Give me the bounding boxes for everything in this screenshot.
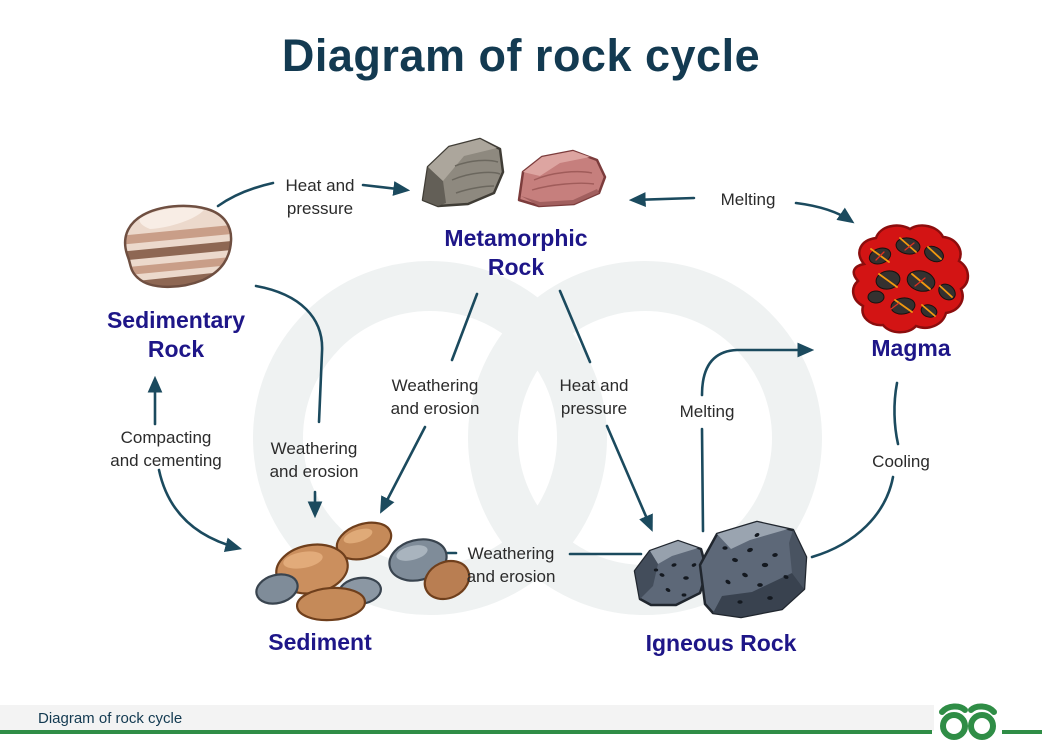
arrow-melting-to-metamorphic: [628, 192, 696, 208]
diagram-canvas: [123, 137, 970, 622]
label-line: Melting: [720, 190, 776, 209]
arrow-sedimentary-to-heatpressure: [216, 181, 275, 208]
edge-label-weathering-center: Weathering and erosion: [391, 374, 480, 420]
footer-green-line-left: [0, 730, 932, 734]
edge-label-melting-top: Melting: [721, 188, 776, 211]
label-line: and cementing: [110, 451, 222, 470]
footer-caption: Diagram of rock cycle: [38, 709, 183, 727]
arrow-melting-to-magma-label: [700, 342, 815, 397]
sedimentary-rock-icon: [123, 204, 233, 289]
magma-icon: [851, 224, 970, 334]
arrow-magma-to-cooling: [893, 381, 900, 446]
label-line: Weathering: [391, 376, 479, 395]
label-line: Igneous Rock: [645, 630, 797, 656]
label-line: Sedimentary: [106, 307, 246, 333]
node-label-sedimentary-rock: Sedimentary Rock: [107, 306, 245, 364]
page-title: Diagram of rock cycle: [281, 30, 761, 81]
label-line: Heat and: [559, 376, 629, 395]
igneous-rock-icon: [633, 520, 808, 619]
label-line: Magma: [871, 335, 951, 361]
arrow-heatpressure-to-metamorphic: [361, 181, 411, 196]
node-label-sediment: Sediment: [268, 628, 372, 657]
edge-label-weathering-left: Weathering and erosion: [270, 437, 359, 483]
node-label-magma: Magma: [871, 334, 950, 363]
arrow-compacting-to-sediment: [157, 468, 243, 552]
arrow-melting-to-magma: [794, 201, 855, 224]
edge-label-heat-pressure-mid: Heat and pressure: [560, 374, 629, 420]
label-line: Weathering: [467, 544, 555, 563]
arrow-igneous-to-melting: [700, 427, 705, 533]
arrow-heatpressure-mid-to-igneous: [605, 424, 653, 532]
edge-label-heat-pressure-top: Heat and pressure: [286, 174, 355, 220]
label-line: and erosion: [466, 567, 556, 586]
label-line: Weathering: [270, 439, 358, 458]
edge-label-cooling: Cooling: [872, 450, 930, 473]
arrow-cooling-to-igneous: [810, 475, 895, 559]
label-line: pressure: [286, 199, 354, 218]
node-label-igneous-rock: Igneous Rock: [646, 629, 797, 658]
footer-green-line-right: [1002, 730, 1042, 734]
label-line: Melting: [679, 402, 735, 421]
label-line: Metamorphic: [444, 225, 588, 251]
label-line: Sediment: [268, 629, 372, 655]
edge-label-compacting-cementing: Compacting and cementing: [110, 426, 222, 472]
sediment-icon: [255, 521, 471, 622]
arrow-sedimentary-to-weathering-left: [254, 284, 324, 424]
node-label-metamorphic-rock: Metamorphic Rock: [444, 224, 587, 282]
label-line: and erosion: [390, 399, 480, 418]
label-line: Rock: [147, 336, 205, 362]
label-line: pressure: [560, 399, 628, 418]
arrow-metamorphic-to-heatpressure-mid: [558, 289, 592, 364]
metamorphic-rock-icon: [421, 137, 607, 208]
label-line: Compacting: [120, 428, 212, 447]
arrow-metamorphic-to-weathering-center: [450, 292, 479, 362]
label-line: Rock: [487, 254, 545, 280]
label-line: Cooling: [872, 452, 930, 471]
label-line: Heat and: [285, 176, 355, 195]
arrow-weathering-center-to-sediment: [380, 425, 427, 514]
label-line: and erosion: [269, 462, 359, 481]
geeksforgeeks-logo-icon: [939, 703, 997, 740]
footer-bar: Diagram of rock cycle: [0, 705, 934, 731]
edge-label-melting-mid: Melting: [680, 400, 735, 423]
edge-label-weathering-bottom: Weathering and erosion: [467, 542, 556, 588]
